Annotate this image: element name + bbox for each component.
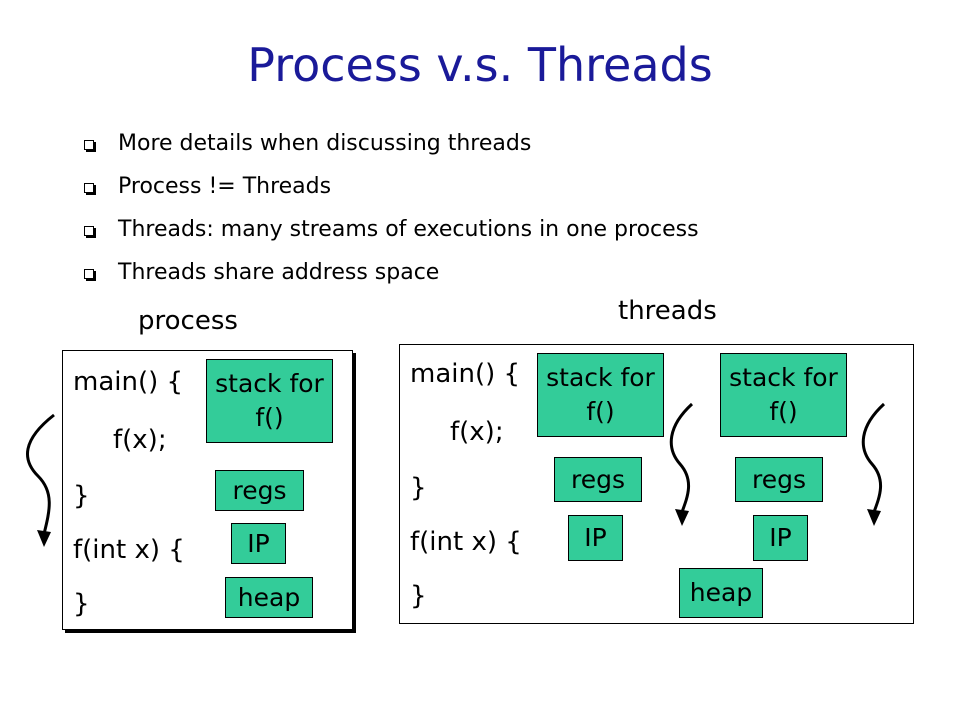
heap-box: heap xyxy=(225,577,313,618)
bullet-text: Threads: many streams of executions in o… xyxy=(118,217,699,242)
process-panel: main() { f(x); } f(int x) { } stack for … xyxy=(62,350,353,630)
process-label: process xyxy=(138,306,238,336)
code-line: f(x); xyxy=(450,417,504,447)
regs-box-thread-2: regs xyxy=(735,457,823,502)
code-line: main() { xyxy=(410,359,521,389)
regs-box-thread-1: regs xyxy=(554,457,642,502)
heap-box: heap xyxy=(679,568,763,618)
square-bullet-icon xyxy=(84,140,94,150)
code-line: } xyxy=(410,581,427,611)
ip-label: IP xyxy=(584,523,607,552)
stack-box: stack for f() xyxy=(206,359,333,443)
stack-box-thread-1: stack for f() xyxy=(537,353,664,437)
stack-label: stack for f() xyxy=(729,363,838,426)
ip-box-thread-1: IP xyxy=(568,515,623,561)
stack-box-thread-2: stack for f() xyxy=(720,353,847,437)
square-bullet-icon xyxy=(84,269,94,279)
code-line: f(int x) { xyxy=(410,527,522,557)
regs-label: regs xyxy=(232,475,287,505)
ip-label: IP xyxy=(769,523,792,552)
code-line: f(int x) { xyxy=(73,535,185,565)
code-line: } xyxy=(73,481,90,511)
execution-arrow-icon xyxy=(26,413,55,547)
square-bullet-icon xyxy=(84,226,94,236)
code-line: } xyxy=(73,589,90,619)
bullet-text: More details when discussing threads xyxy=(118,131,532,156)
stack-label: stack for f() xyxy=(546,363,655,426)
execution-arrow-icon xyxy=(861,402,886,526)
ip-box: IP xyxy=(231,523,286,564)
ip-label: IP xyxy=(247,528,270,558)
threads-panel: main() { f(x); } f(int x) { } stack for … xyxy=(399,344,914,624)
regs-label: regs xyxy=(570,464,625,494)
code-line: f(x); xyxy=(113,425,167,455)
threads-label: threads xyxy=(618,296,717,326)
code-line: main() { xyxy=(73,367,184,397)
bullet-text: Process != Threads xyxy=(118,174,332,199)
ip-box-thread-2: IP xyxy=(753,515,808,561)
regs-box: regs xyxy=(215,470,304,511)
stack-label: stack for f() xyxy=(215,369,324,432)
code-line: } xyxy=(410,473,427,503)
heap-label: heap xyxy=(689,578,753,607)
slide-title: Process v.s. Threads xyxy=(247,38,713,92)
bullet-text: Threads share address space xyxy=(118,260,440,285)
execution-arrow-icon xyxy=(669,402,694,526)
square-bullet-icon xyxy=(84,183,94,193)
regs-label: regs xyxy=(751,464,806,494)
heap-label: heap xyxy=(237,582,301,612)
